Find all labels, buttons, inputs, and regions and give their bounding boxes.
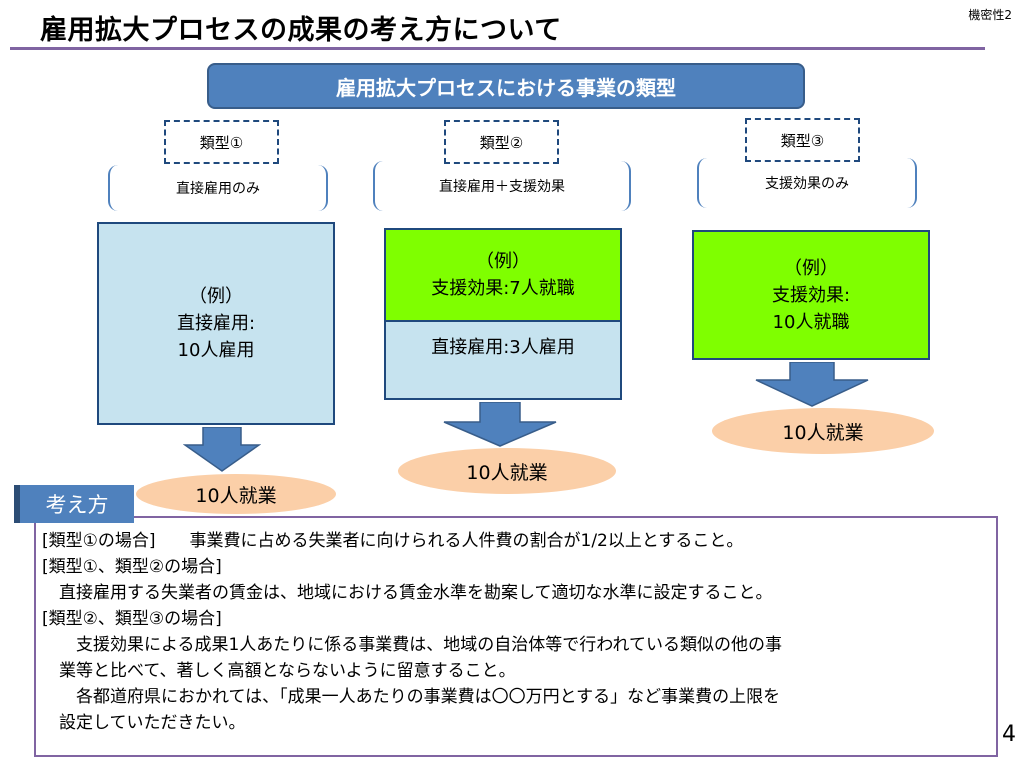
type-3-line-3: 10人就職	[772, 311, 850, 333]
type-2-blue-line-1: 直接雇用:3人雇用	[431, 337, 575, 358]
type-2-support-box: （例） 支援効果:7人就職	[384, 228, 622, 322]
type-2-direct-box: 直接雇用:3人雇用	[384, 320, 622, 400]
concept-line-8: 設定していただきたい。	[42, 713, 246, 733]
title-divider	[10, 47, 985, 50]
page-number: 4	[1002, 722, 1016, 747]
type-3-description: 支援効果のみ	[697, 158, 917, 208]
type-1-label: 類型①	[164, 120, 279, 164]
concept-line-5: 支援効果による成果1人あたりに係る事業費は、地域の自治体等で行われている類似の他…	[42, 635, 782, 655]
concept-line-4: [類型②、類型③の場合]	[42, 609, 222, 629]
type-2-green-line-1: （例）	[476, 251, 530, 272]
type-1-description: 直接雇用のみ	[108, 165, 328, 211]
type-1-down-arrow	[183, 427, 261, 472]
type-2-description: 直接雇用＋支援効果	[373, 161, 631, 211]
concept-tab: 考え方	[14, 485, 134, 523]
type-2-down-arrow	[443, 402, 557, 447]
type-3-down-arrow	[755, 362, 869, 407]
type-1-example-box: （例） 直接雇用: 10人雇用	[97, 222, 335, 425]
page-title: 雇用拡大プロセスの成果の考え方について	[40, 15, 562, 46]
concept-line-7: 各都道府県におかれては、「成果一人あたりの事業費は〇〇万円とする」など事業費の上…	[42, 687, 781, 707]
type-3-result: 10人就業	[712, 408, 934, 454]
type-2-green-line-2: 支援効果:7人就職	[431, 278, 575, 299]
confidentiality-label: 機密性2	[968, 8, 1012, 22]
type-1-line-1: （例）	[189, 286, 243, 307]
type-3-line-2: 支援効果:	[771, 284, 851, 306]
concept-box: [類型①の場合] 事業費に占める失業者に向けられる人件費の割合が1/2以上とする…	[34, 516, 998, 757]
type-1-result: 10人就業	[136, 474, 336, 514]
type-2-label: 類型②	[444, 120, 559, 164]
type-1-line-3: 10人雇用	[177, 340, 255, 361]
header-banner: 雇用拡大プロセスにおける事業の類型	[207, 63, 805, 109]
type-3-line-1: （例）	[784, 257, 838, 279]
type-2-result: 10人就業	[398, 448, 616, 494]
concept-line-1: [類型①の場合] 事業費に占める失業者に向けられる人件費の割合が1/2以上とする…	[42, 531, 744, 551]
type-1-line-2: 直接雇用:	[176, 313, 256, 334]
concept-line-3: 直接雇用する失業者の賃金は、地域における賃金水準を勘案して適切な水準に設定するこ…	[42, 583, 773, 603]
concept-line-2: [類型①、類型②の場合]	[42, 557, 222, 577]
type-3-example-box: （例） 支援効果: 10人就職	[692, 230, 930, 360]
concept-line-6: 業等と比べて、著しく高額とならないように留意すること。	[42, 661, 516, 681]
type-3-label: 類型③	[745, 118, 860, 162]
